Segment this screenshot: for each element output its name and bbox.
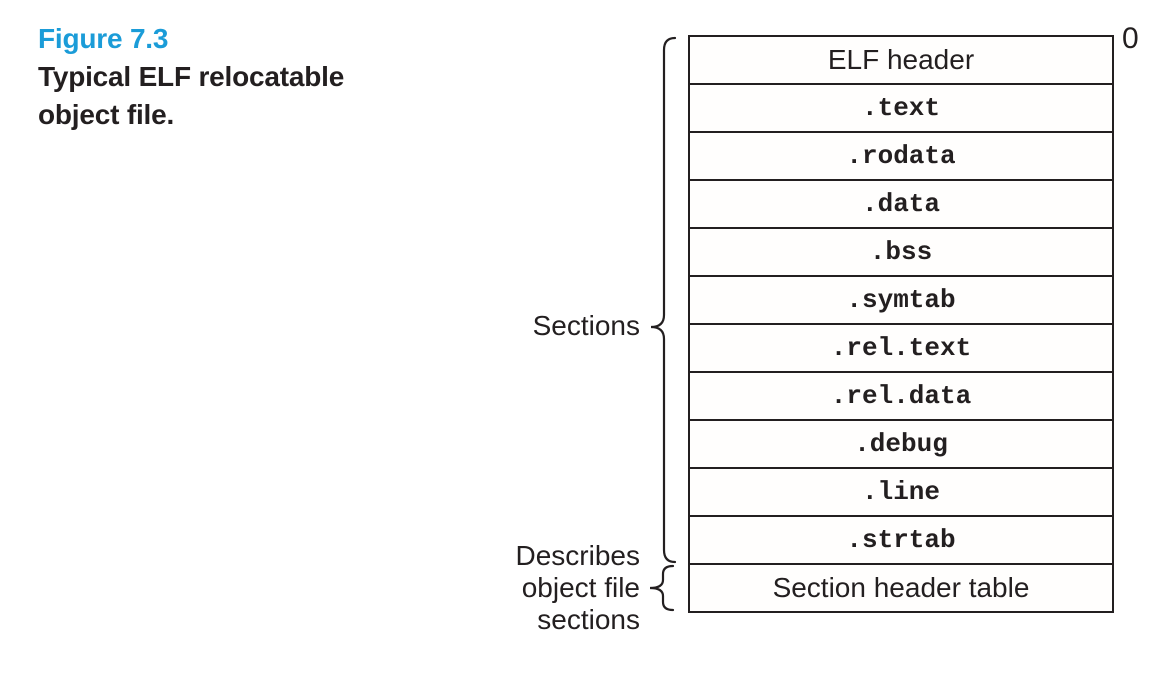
row-label: .line (861, 477, 940, 507)
describes-line-3: sections (537, 604, 640, 635)
describes-brace (649, 564, 675, 612)
table-row-data: .data (690, 179, 1112, 227)
row-label: ELF header (827, 44, 975, 75)
row-label: .symtab (846, 285, 956, 315)
row-label: Section header table (772, 572, 1030, 603)
table-row-strtab: .strtab (690, 515, 1112, 563)
table-row-text: .text (690, 83, 1112, 131)
row-label: .data (861, 189, 940, 219)
figure-number: Figure 7.3 (38, 23, 169, 54)
table-row-rodata: .rodata (690, 131, 1112, 179)
row-label: .strtab (846, 525, 956, 555)
describes-object-file-sections-label: Describes object file sections (516, 540, 640, 636)
describes-line-1: Describes (515, 540, 640, 571)
sections-label: Sections (532, 310, 640, 341)
figure-title-line-1: Typical ELF relocatable (38, 61, 345, 92)
row-label: .rodata (846, 141, 956, 171)
row-label: .text (861, 93, 940, 123)
table-row-symtab: .symtab (690, 275, 1112, 323)
row-label: .rel.data (830, 381, 972, 411)
row-label: .bss (869, 237, 933, 267)
table-row-debug: .debug (690, 419, 1112, 467)
row-label: .debug (854, 429, 948, 459)
table-row-section-header-table: Section header table (690, 563, 1112, 611)
figure-title-line-2: object file. (38, 99, 175, 130)
sections-brace (650, 36, 677, 564)
table-row-line: .line (690, 467, 1112, 515)
table-row-rel-text: .rel.text (690, 323, 1112, 371)
figure-caption: Figure 7.3 Typical ELF relocatable objec… (38, 20, 458, 134)
describes-line-2: object file (521, 572, 640, 603)
offset-zero-label: 0 (1122, 22, 1139, 55)
row-label: .rel.text (830, 333, 972, 363)
table-row-elf-header: ELF header (690, 37, 1112, 83)
table-row-bss: .bss (690, 227, 1112, 275)
table-row-rel-data: .rel.data (690, 371, 1112, 419)
elf-object-file-box: ELF header .text .rodata .data .bss .sym… (688, 35, 1114, 613)
